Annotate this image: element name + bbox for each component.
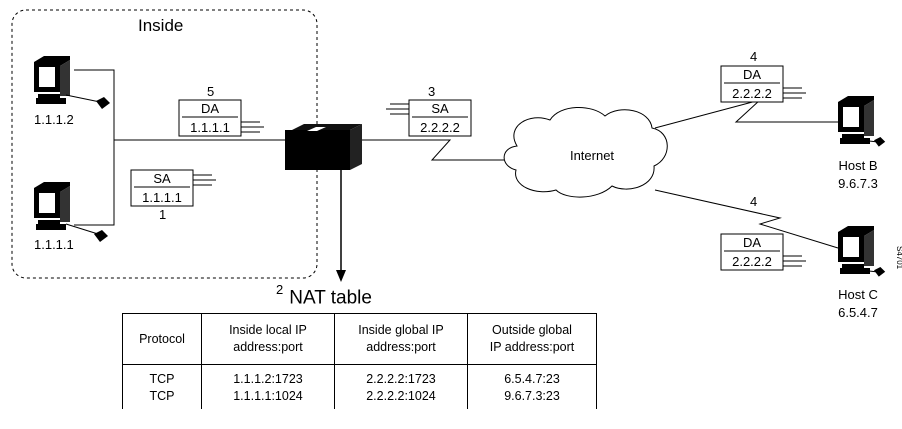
nat-table-step: 2 xyxy=(276,282,284,297)
host-b-address: 9.6.7.3 xyxy=(838,176,878,191)
table-cell: 1.1.1.2:1723 xyxy=(201,371,335,388)
nat-table-header: Protocol Inside local IP address:port In… xyxy=(122,313,597,365)
table-cell: 2.2.2.2:1024 xyxy=(334,388,468,409)
internet-label: Internet xyxy=(570,148,614,163)
packet-4c xyxy=(720,233,806,271)
nat-lookup-arrowhead xyxy=(336,270,346,282)
header-protocol: Protocol xyxy=(122,313,202,365)
pc-top-icon xyxy=(34,56,110,109)
packet-4b-field: DA xyxy=(743,67,761,82)
nat-router-icon xyxy=(285,124,362,170)
packet-1-field: SA xyxy=(153,171,171,186)
host-c-name: Host C xyxy=(838,287,878,302)
table-cell: 9.6.7.3:23 xyxy=(467,388,597,409)
packet-3 xyxy=(386,99,472,137)
host-c-address: 6.5.4.7 xyxy=(838,305,878,320)
nat-table: Protocol Inside local IP address:port In… xyxy=(122,313,597,409)
wan-link xyxy=(362,139,512,161)
link-host-c xyxy=(654,189,839,249)
packet-4b-address: 2.2.2.2 xyxy=(732,86,772,101)
packet-4b xyxy=(720,65,806,103)
packet-3-step: 3 xyxy=(428,84,435,99)
pc-bottom-icon xyxy=(34,182,108,242)
packet-3-field: SA xyxy=(431,101,449,116)
header-inside-local: Inside local IP address:port xyxy=(201,313,335,365)
inside-boundary xyxy=(11,9,318,279)
table-cell: TCP xyxy=(122,388,202,409)
packet-4c-address: 2.2.2.2 xyxy=(732,254,772,269)
inside-label: Inside xyxy=(138,16,183,35)
packet-1-address: 1.1.1.1 xyxy=(142,190,182,205)
table-row: TCP 1.1.1.2:1723 2.2.2.2:1723 6.5.4.7:23 xyxy=(122,371,597,388)
packet-5 xyxy=(178,99,264,137)
nat-table-title-text: NAT table xyxy=(289,287,372,309)
internet-cloud xyxy=(503,106,668,198)
host-c-icon xyxy=(838,226,886,277)
table-row: TCP 1.1.1.1:1024 2.2.2.2:1024 9.6.7.3:23 xyxy=(122,388,597,409)
packet-4c-step: 4 xyxy=(750,194,757,209)
packet-1-step: 1 xyxy=(159,207,166,222)
table-cell: 2.2.2.2:1723 xyxy=(334,371,468,388)
pc-top-address: 1.1.1.2 xyxy=(34,112,74,127)
nat-table-title: 2 NAT table xyxy=(276,282,372,309)
host-b-name: Host B xyxy=(838,158,877,173)
link-host-b xyxy=(654,99,838,129)
host-b-icon xyxy=(838,96,886,147)
packet-5-address: 1.1.1.1 xyxy=(190,120,230,135)
table-cell: TCP xyxy=(122,371,202,388)
table-cell: 1.1.1.1:1024 xyxy=(201,388,335,409)
header-outside-global: Outside global IP address:port xyxy=(467,313,597,365)
figure-id: S4701 xyxy=(895,246,902,270)
packet-5-step: 5 xyxy=(207,84,214,99)
packet-1 xyxy=(130,169,216,207)
pc-bottom-address: 1.1.1.1 xyxy=(34,237,74,252)
packet-3-address: 2.2.2.2 xyxy=(420,120,460,135)
packet-5-field: DA xyxy=(201,101,219,116)
packet-4b-step: 4 xyxy=(750,49,757,64)
header-inside-global: Inside global IP address:port xyxy=(334,313,468,365)
lan-wire xyxy=(74,69,115,226)
packet-4c-field: DA xyxy=(743,235,761,250)
table-cell: 6.5.4.7:23 xyxy=(467,371,597,388)
